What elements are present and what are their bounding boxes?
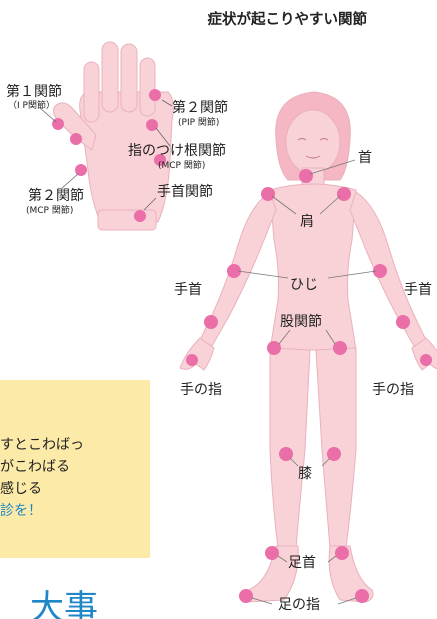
bottom-heading-text: 大事	[30, 588, 98, 619]
body-leader-lines	[237, 159, 377, 605]
label-second-joint-mcp-sub: (MCP 関節)	[26, 206, 74, 216]
label-fingers-left: 手の指	[180, 382, 222, 398]
label-neck: 首	[358, 150, 372, 166]
diagram-title: 症状が起こりやすい関節	[207, 12, 368, 28]
note-box: すとこわばっ がこわばる 感じる 診を！	[0, 380, 150, 558]
label-knee: 膝	[298, 466, 312, 482]
label-wrist-joint: 手首関節	[157, 184, 213, 200]
label-fingers-right: 手の指	[372, 382, 414, 398]
label-first-joint: 第１関節	[6, 84, 62, 100]
label-mcp-root-sub: (MCP 関節)	[158, 161, 206, 171]
label-second-joint-pip-sub: (PIP 関節)	[178, 118, 220, 128]
label-shoulder: 肩	[300, 214, 314, 230]
label-elbow: ひじ	[290, 277, 318, 293]
label-mcp-root: 指のつけ根関節	[128, 143, 226, 159]
label-ankle: 足首	[288, 555, 316, 571]
hand-leader-lines	[39, 99, 173, 211]
label-second-joint-mcp: 第２関節	[28, 188, 84, 204]
label-toes: 足の指	[278, 597, 320, 613]
label-second-joint-pip: 第２関節	[172, 100, 228, 116]
note-line-4: 診を！	[0, 503, 42, 519]
label-hip: 股関節	[280, 314, 322, 330]
body-joint-dots	[186, 169, 432, 603]
bottom-heading: 大事	[0, 578, 150, 619]
note-line-1: すとこわばっ	[0, 437, 84, 453]
label-wrist-left: 手首	[174, 282, 202, 298]
note-line-3: 感じる	[0, 481, 42, 497]
label-first-joint-sub: （I P関節）	[8, 101, 55, 111]
label-wrist-right: 手首	[404, 282, 432, 298]
note-line-2: がこわばる	[0, 459, 70, 475]
body-illustration	[179, 91, 437, 603]
face-features	[297, 138, 329, 159]
